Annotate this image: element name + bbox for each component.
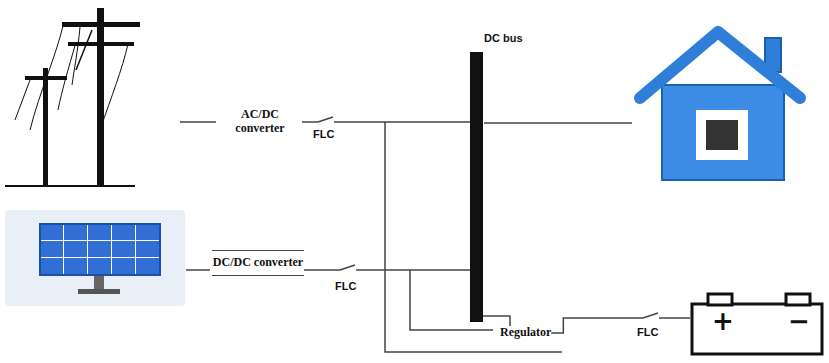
house bbox=[640, 32, 800, 180]
wires bbox=[180, 122, 632, 352]
node-text: DC/DC converter bbox=[212, 256, 304, 270]
converter-box: AC/DC converter bbox=[218, 108, 302, 136]
terminal-sign: + bbox=[712, 308, 734, 334]
terminal-sign: − bbox=[788, 308, 810, 334]
switch-label: FLC bbox=[313, 128, 334, 140]
bus-label: DC bus bbox=[484, 32, 523, 44]
node-text: AC/DC converter bbox=[218, 108, 302, 136]
node-text: Regulator bbox=[500, 326, 551, 340]
switch-label: FLC bbox=[335, 280, 356, 292]
battery: +− bbox=[690, 290, 824, 356]
connector-wire bbox=[304, 270, 470, 271]
dc-bus-bar: DC bus bbox=[470, 52, 483, 322]
switch-label: FLC bbox=[637, 326, 658, 338]
connector-wire bbox=[483, 316, 510, 326]
converter-box: DC/DC converter bbox=[212, 250, 304, 276]
power-pylons bbox=[5, 8, 140, 186]
flc-switch bbox=[318, 116, 659, 322]
regulator-box: Regulator bbox=[500, 326, 551, 340]
solar-panel bbox=[5, 210, 185, 306]
connector-wire bbox=[551, 318, 690, 333]
